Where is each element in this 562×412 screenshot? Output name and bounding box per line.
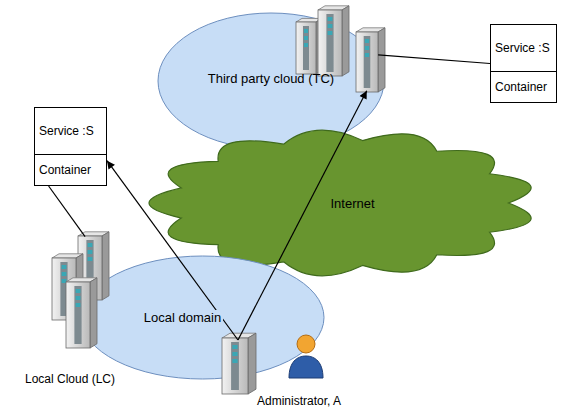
cloud-region: Third party cloud (TC) (157, 12, 385, 150)
node-label: Internet (330, 196, 374, 211)
connector-arrow (107, 161, 238, 340)
server-tower (296, 18, 322, 74)
container-label: Container (495, 80, 547, 94)
box-compartment: Container (35, 155, 106, 185)
administrator-node: Administrator, A (215, 332, 357, 408)
server-tower (356, 28, 385, 92)
local-domain-region: Local domain (80, 255, 325, 380)
administrator-person (289, 335, 323, 378)
service-name: Service :S (39, 124, 94, 138)
server-tower (318, 6, 349, 76)
server-tower (52, 254, 83, 320)
box-compartment: Container (491, 72, 556, 102)
container-label: Container (39, 163, 91, 177)
service-container-box: Service :S Container (490, 24, 557, 103)
connector-arrow (238, 91, 367, 340)
node-label: Third party cloud (TC) (208, 71, 334, 86)
box-compartment: Service :S (491, 25, 556, 72)
node-label: Local Cloud (LC) (25, 372, 115, 386)
service-name: Service :S (495, 41, 550, 55)
server-tower (78, 232, 109, 300)
connector-line (49, 186, 85, 237)
service-container-box: Service :S Container (34, 107, 107, 186)
connector-line (378, 55, 490, 64)
server-tower (222, 333, 256, 394)
node-label: Administrator, A (257, 394, 341, 408)
server-tower (66, 278, 97, 348)
local-cloud-group: Local Cloud (LC) (12, 232, 128, 386)
box-compartment: Service :S (35, 108, 106, 155)
node-label: Local domain (142, 310, 223, 325)
